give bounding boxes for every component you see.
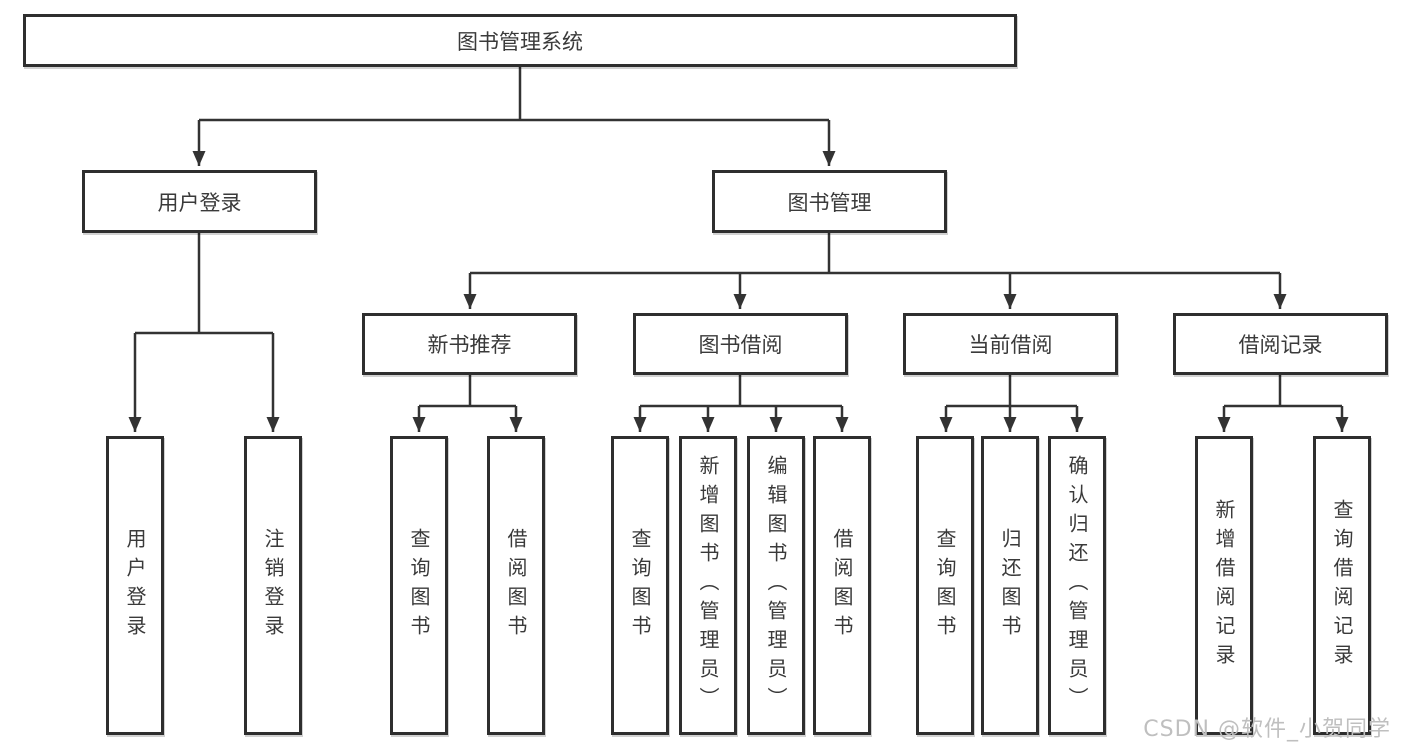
leaf-newbook-query-books-label: 查询图书 [407, 527, 431, 644]
node-root-label: 图书管理系统 [457, 29, 583, 54]
leaf-records-add-record-label: 新增借阅记录 [1212, 498, 1236, 673]
leaf-borrow-edit-books-admin: 编辑图书（管理员） [747, 436, 805, 735]
leaf-newbook-borrow-books-label: 借阅图书 [504, 527, 528, 644]
leaf-borrow-borrow-books-label: 借阅图书 [830, 527, 854, 644]
leaf-user-login-label: 用户登录 [123, 527, 147, 644]
leaf-records-query-record-label: 查询借阅记录 [1330, 498, 1354, 673]
node-book-borrow-label: 图书借阅 [698, 333, 783, 357]
leaf-borrow-add-books-admin: 新增图书（管理员） [679, 436, 737, 735]
node-book-management-label: 图书管理 [787, 190, 872, 215]
node-current-borrow: 当前借阅 [903, 313, 1118, 375]
node-root: 图书管理系统 [23, 14, 1017, 67]
csdn-watermark: CSDN @软件_小贺同学 [1143, 717, 1391, 742]
leaf-current-confirm-return-admin-label: 确认归还（管理员） [1065, 455, 1089, 716]
leaf-newbook-borrow-books: 借阅图书 [487, 436, 545, 735]
leaf-borrow-query-books: 查询图书 [611, 436, 669, 735]
node-new-book-recommend: 新书推荐 [362, 313, 577, 375]
node-book-borrow: 图书借阅 [633, 313, 848, 375]
leaf-records-add-record: 新增借阅记录 [1195, 436, 1253, 735]
node-borrow-records: 借阅记录 [1173, 313, 1388, 375]
leaf-borrow-borrow-books: 借阅图书 [813, 436, 871, 735]
node-book-management: 图书管理 [712, 170, 947, 233]
node-user-login-label: 用户登录 [157, 190, 242, 215]
leaf-user-login: 用户登录 [106, 436, 164, 735]
leaf-current-return-books-label: 归还图书 [998, 527, 1022, 644]
leaf-records-query-record: 查询借阅记录 [1313, 436, 1371, 735]
node-borrow-records-label: 借阅记录 [1238, 333, 1323, 357]
leaf-current-query-books-label: 查询图书 [933, 527, 957, 644]
leaf-borrow-add-books-admin-label: 新增图书（管理员） [696, 455, 720, 716]
leaf-borrow-edit-books-admin-label: 编辑图书（管理员） [764, 455, 788, 716]
node-new-book-recommend-label: 新书推荐 [427, 333, 512, 357]
leaf-current-query-books: 查询图书 [916, 436, 974, 735]
leaf-newbook-query-books: 查询图书 [390, 436, 448, 735]
node-current-borrow-label: 当前借阅 [968, 333, 1053, 357]
leaf-current-return-books: 归还图书 [981, 436, 1039, 735]
leaf-logout-label: 注销登录 [261, 527, 285, 644]
node-user-login: 用户登录 [82, 170, 317, 233]
leaf-borrow-query-books-label: 查询图书 [628, 527, 652, 644]
leaf-current-confirm-return-admin: 确认归还（管理员） [1048, 436, 1106, 735]
leaf-logout: 注销登录 [244, 436, 302, 735]
